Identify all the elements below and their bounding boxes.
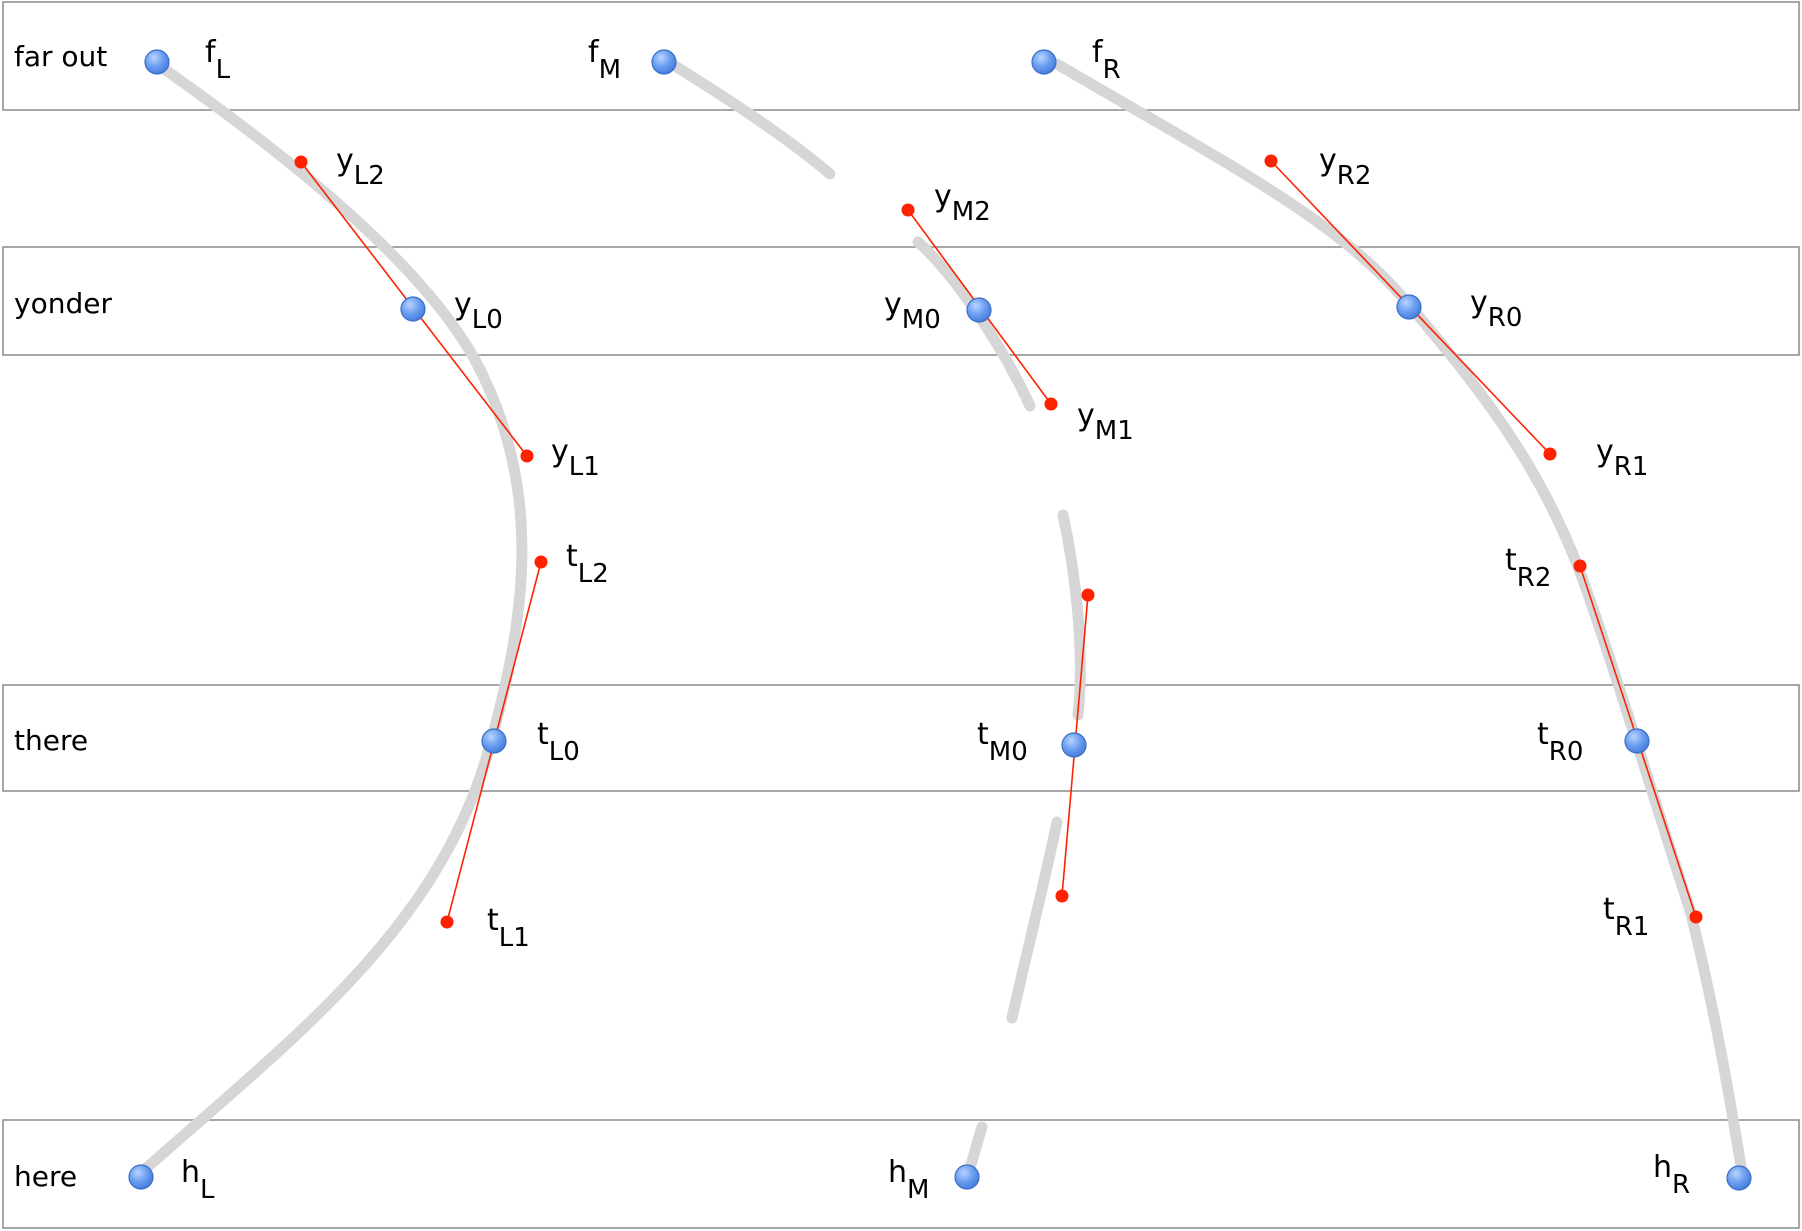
label-yM0: yM0 — [884, 287, 941, 335]
control-point-tM2 — [1081, 588, 1095, 602]
band-there: there — [2, 684, 1800, 792]
label-hL: hL — [181, 1155, 215, 1205]
node-tR0 — [1624, 728, 1650, 754]
node-yR0 — [1396, 294, 1422, 320]
label-yM1: yM1 — [1077, 398, 1134, 446]
node-tL0 — [481, 728, 507, 754]
label-yM2: yM2 — [934, 179, 991, 227]
label-yR1: yR1 — [1596, 434, 1648, 482]
band-here: here — [2, 1119, 1800, 1229]
label-yL1: yL1 — [551, 434, 600, 482]
label-yL2: yL2 — [336, 143, 385, 191]
node-hR — [1726, 1165, 1752, 1191]
node-fR — [1031, 49, 1057, 75]
node-hL — [128, 1164, 154, 1190]
label-fM: fM — [588, 35, 621, 85]
label-yR2: yR2 — [1319, 143, 1371, 191]
control-points — [294, 154, 1703, 929]
label-tR1: tR1 — [1603, 892, 1649, 942]
label-hR: hR — [1653, 1150, 1690, 1200]
band-yonder: yonder — [2, 246, 1800, 356]
label-hM: hM — [888, 1155, 929, 1205]
control-point-yR2 — [1264, 154, 1278, 168]
label-tR2: tR2 — [1505, 543, 1551, 593]
curve-middle-bottom — [1006, 816, 1063, 1024]
control-point-yM2 — [901, 203, 915, 217]
band-label-far-out: far out — [14, 40, 107, 73]
label-tM0: tM0 — [977, 717, 1028, 767]
band-label-here: here — [14, 1160, 77, 1193]
control-point-yL1 — [520, 449, 534, 463]
curve-middle-end — [964, 1121, 988, 1174]
node-yL0 — [400, 296, 426, 322]
label-fR: fR — [1092, 35, 1121, 85]
control-point-tR1 — [1689, 910, 1703, 924]
control-point-yR1 — [1543, 447, 1557, 461]
control-point-labels: yL2 yL1 yM2 yM1 yR2 yR1 tL2 tL1 tR2 tR1 — [336, 143, 1649, 953]
node-labels: fL fM fR yL0 yM0 yR0 tL0 tM0 tR0 hL hM h… — [181, 35, 1690, 1205]
curve-right — [1051, 58, 1748, 1178]
label-tL0: tL0 — [537, 717, 580, 767]
node-fL — [144, 49, 170, 75]
control-point-tR2 — [1573, 559, 1587, 573]
label-yR0: yR0 — [1470, 285, 1522, 333]
control-point-tM1 — [1055, 889, 1069, 903]
label-tL2: tL2 — [566, 539, 609, 589]
curves — [136, 58, 1748, 1178]
nodes — [128, 49, 1752, 1191]
control-point-tL1 — [440, 915, 454, 929]
label-fL: fL — [205, 35, 231, 85]
node-fM — [651, 49, 677, 75]
node-hM — [954, 1164, 980, 1190]
node-yM0 — [966, 297, 992, 323]
band-label-there: there — [14, 724, 88, 757]
node-tM0 — [1061, 732, 1087, 758]
label-yL0: yL0 — [454, 287, 503, 335]
label-tL1: tL1 — [487, 903, 530, 953]
control-point-yM1 — [1044, 397, 1058, 411]
band-label-yonder: yonder — [14, 287, 112, 320]
control-point-tL2 — [534, 555, 548, 569]
curve-middle-top — [669, 60, 836, 180]
control-point-yL2 — [294, 155, 308, 169]
curve-left — [136, 58, 528, 1178]
label-tR0: tR0 — [1537, 717, 1583, 767]
band-far-out: far out — [2, 1, 1800, 111]
